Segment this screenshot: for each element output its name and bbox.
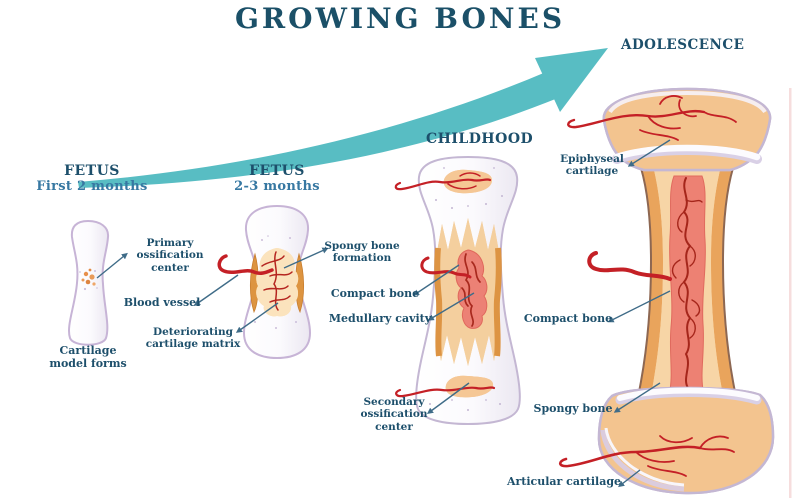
epiphysis-vessels bbox=[567, 95, 737, 141]
blood-vessel bbox=[217, 254, 274, 275]
label-compact-bone-childhood: Compact bone bbox=[330, 287, 420, 300]
label-secondary-ossification-center: Secondary ossification center bbox=[360, 396, 428, 433]
blood-vessel bbox=[587, 251, 672, 281]
primary-ossification-spot bbox=[79, 268, 98, 291]
stage-subheading-fetus-1: First 2 months bbox=[36, 179, 148, 194]
bone-adolescence bbox=[558, 87, 775, 495]
cartilage-stipple bbox=[254, 235, 297, 329]
growth-arrow-icon bbox=[78, 48, 608, 188]
label-primary-ossification-center: Primary ossification center bbox=[136, 237, 204, 274]
page-title: GROWING BONES bbox=[234, 2, 566, 35]
label-deteriorating-cartilage-matrix: Deteriorating cartilage matrix bbox=[145, 326, 241, 351]
spongy-vessels bbox=[261, 251, 293, 311]
label-blood-vessel: Blood vessel bbox=[123, 296, 201, 309]
epiphysis-vessels bbox=[558, 435, 735, 477]
blood-vessel bbox=[420, 256, 472, 279]
cartilage-stipple bbox=[429, 167, 503, 411]
medullary-cavity-shape bbox=[455, 249, 488, 329]
stage-heading-fetus-2: FETUS bbox=[249, 163, 305, 179]
label-spongy-bone-formation: Spongy bone formation bbox=[324, 240, 400, 265]
bone-fetus-first-2-months bbox=[68, 219, 110, 346]
epiphyseal-line bbox=[613, 144, 761, 161]
bone-fetus-2-3-months bbox=[217, 204, 312, 360]
medullary-vessels bbox=[671, 177, 703, 389]
stage-heading-adolescence: ADOLESCENCE bbox=[621, 37, 745, 53]
label-spongy-bone: Spongy bone bbox=[533, 402, 613, 415]
bone-childhood bbox=[394, 155, 521, 426]
leader-lines bbox=[96, 139, 671, 488]
label-medullary-cavity: Medullary cavity bbox=[328, 312, 432, 325]
label-epiphyseal-cartilage: Epiphyseal cartilage bbox=[560, 153, 624, 178]
label-articular-cartilage: Articular cartilage bbox=[506, 475, 622, 488]
label-compact-bone-adolescence: Compact bone bbox=[523, 312, 613, 325]
medullary-vessels bbox=[461, 253, 481, 327]
stage-heading-childhood: CHILDHOOD bbox=[426, 131, 534, 147]
stage-subheading-fetus-2: 2-3 months bbox=[234, 179, 320, 194]
stage-heading-fetus-1: FETUS bbox=[64, 163, 120, 179]
articular-cartilage-rim bbox=[600, 429, 685, 492]
edge-accent bbox=[789, 88, 792, 498]
caption-cartilage-model-forms: Cartilage model forms bbox=[49, 344, 127, 370]
